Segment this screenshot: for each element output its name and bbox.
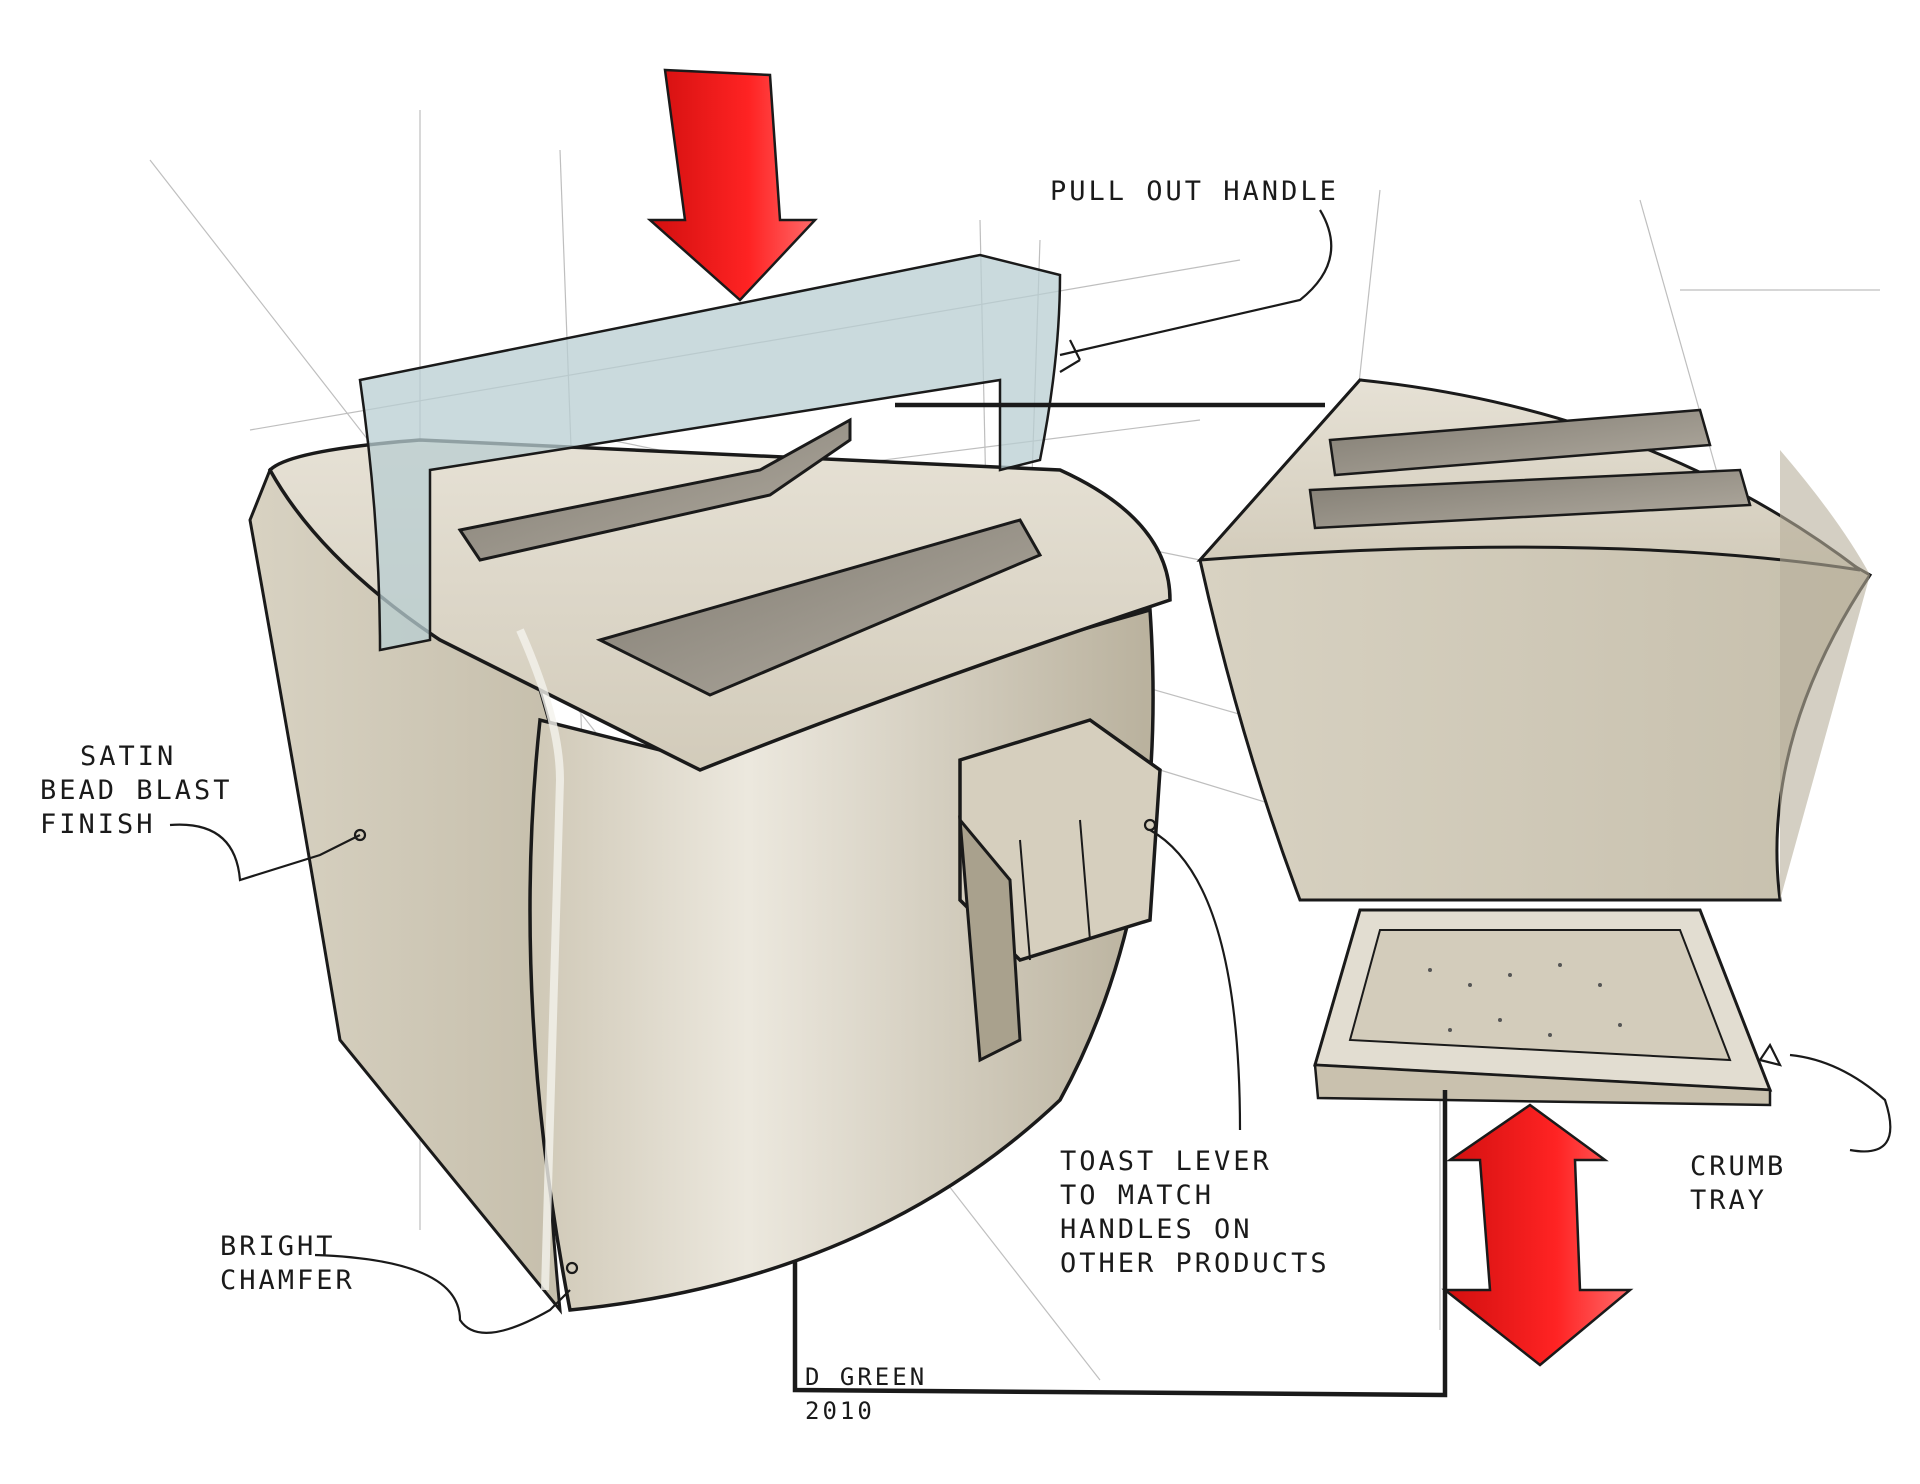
label-satin-finish: SATIN BEAD BLAST FINISH — [40, 740, 233, 842]
label-chamfer-line-1: BRIGHT — [220, 1231, 336, 1262]
label-satin-line-3: FINISH — [40, 809, 156, 840]
label-crumb-line-1: CRUMB — [1690, 1151, 1787, 1182]
label-satin-line-2: BEAD BLAST — [40, 775, 233, 806]
label-pullout-handle: PULL OUT HANDLE — [1050, 175, 1339, 209]
pullout-handle — [358, 253, 1062, 652]
toast-lever — [958, 718, 1162, 1063]
label-lever-line-3: HANDLES ON — [1060, 1214, 1253, 1245]
leader-lines — [169, 209, 1892, 1334]
label-satin-line-1: SATIN — [80, 741, 177, 772]
label-crumb-tray: CRUMB TRAY — [1690, 1150, 1786, 1218]
double-arrow-icon — [1441, 1103, 1634, 1367]
label-bright-chamfer: BRIGHT CHAMFER — [220, 1230, 355, 1298]
label-lever-line-1: TOAST LEVER — [1060, 1146, 1272, 1177]
chamfer-edge — [516, 628, 565, 1291]
toaster-body — [248, 417, 1172, 1315]
label-lever-line-2: TO MATCH — [1060, 1180, 1215, 1211]
crumb-tray — [1313, 908, 1773, 1107]
arrows — [646, 68, 1634, 1367]
label-toast-lever: TOAST LEVER TO MATCH HANDLES ON OTHER PR… — [1060, 1145, 1330, 1281]
rear-view-top — [1196, 378, 1861, 572]
signature-year: 2010 — [805, 1397, 875, 1425]
label-chamfer-line-2: CHAMFER — [220, 1265, 355, 1296]
label-lever-line-4: OTHER PRODUCTS — [1060, 1248, 1330, 1279]
frame-lines — [792, 402, 1448, 1398]
label-pullout-handle-text: PULL OUT HANDLE — [1050, 176, 1339, 207]
label-crumb-line-2: TRAY — [1690, 1185, 1768, 1216]
down-arrow-icon — [646, 68, 818, 302]
rear-view — [1196, 378, 1873, 1107]
signature: D GREEN 2010 — [805, 1360, 927, 1428]
signature-name: D GREEN — [805, 1363, 928, 1391]
